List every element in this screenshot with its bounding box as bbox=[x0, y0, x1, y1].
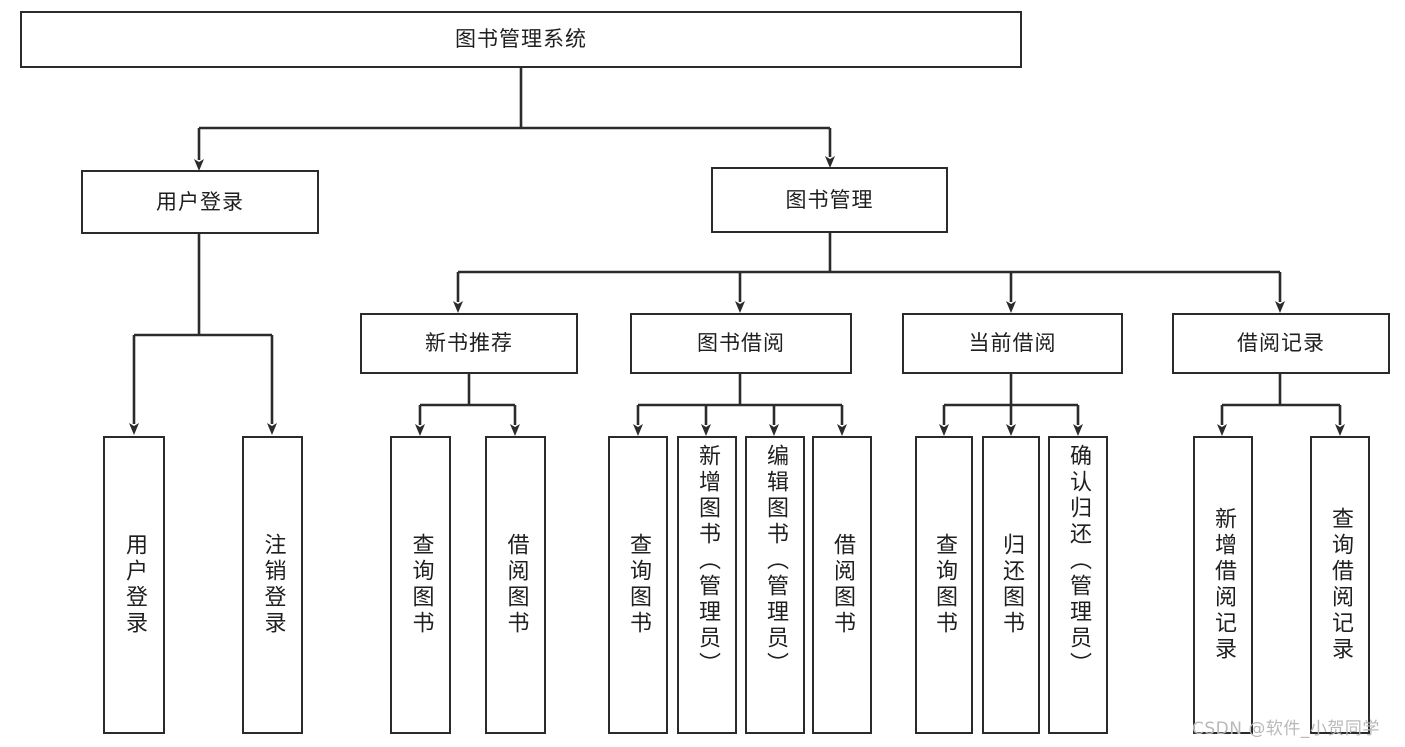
node-label: 图书借阅 bbox=[697, 331, 785, 356]
csdn-watermark: CSDN @软件_小贺同学 bbox=[1192, 719, 1380, 739]
node-label: 新书推荐 bbox=[425, 331, 513, 356]
node-label: 借阅图书 bbox=[830, 533, 855, 637]
node-new-book-recommend[interactable]: 新书推荐 bbox=[360, 313, 578, 374]
node-label: 查询图书 bbox=[932, 533, 957, 637]
node-book-borrow[interactable]: 图书借阅 bbox=[630, 313, 852, 374]
leaf-add-book-admin[interactable]: 新增图书（管理员） bbox=[677, 436, 737, 734]
node-current-borrow[interactable]: 当前借阅 bbox=[902, 313, 1123, 374]
leaf-query-book-current[interactable]: 查询图书 bbox=[915, 436, 973, 734]
node-label: 编辑图书（管理员） bbox=[763, 444, 788, 678]
leaf-borrow-book-recommend[interactable]: 借阅图书 bbox=[485, 436, 546, 734]
node-label: 用户登录 bbox=[156, 189, 244, 214]
leaf-query-book-recommend[interactable]: 查询图书 bbox=[390, 436, 451, 734]
node-label: 查询借阅记录 bbox=[1328, 507, 1353, 663]
node-label: 新增借阅记录 bbox=[1211, 507, 1236, 663]
leaf-logout[interactable]: 注销登录 bbox=[242, 436, 303, 734]
node-book-management[interactable]: 图书管理 bbox=[711, 167, 948, 233]
leaf-borrow-book[interactable]: 借阅图书 bbox=[812, 436, 872, 734]
node-root-system[interactable]: 图书管理系统 bbox=[20, 11, 1022, 68]
node-label: 图书管理 bbox=[785, 187, 874, 212]
node-label: 归还图书 bbox=[999, 533, 1024, 637]
leaf-user-login[interactable]: 用户登录 bbox=[103, 436, 165, 734]
leaf-query-borrow-record[interactable]: 查询借阅记录 bbox=[1310, 436, 1370, 734]
node-label: 当前借阅 bbox=[968, 331, 1057, 356]
leaf-confirm-return-admin[interactable]: 确认归还（管理员） bbox=[1048, 436, 1108, 734]
node-user-login[interactable]: 用户登录 bbox=[81, 170, 319, 234]
node-label: 用户登录 bbox=[122, 533, 147, 637]
node-label: 确认归还（管理员） bbox=[1066, 444, 1091, 678]
node-label: 借阅图书 bbox=[503, 533, 529, 637]
leaf-query-book-borrow[interactable]: 查询图书 bbox=[608, 436, 668, 734]
node-label: 查询图书 bbox=[626, 533, 651, 637]
node-borrow-record[interactable]: 借阅记录 bbox=[1172, 313, 1390, 374]
node-label: 新增图书（管理员） bbox=[695, 444, 720, 678]
leaf-return-book[interactable]: 归还图书 bbox=[982, 436, 1040, 734]
node-label: 查询图书 bbox=[408, 533, 434, 637]
leaf-edit-book-admin[interactable]: 编辑图书（管理员） bbox=[745, 436, 805, 734]
node-label: 注销登录 bbox=[260, 533, 286, 637]
node-label: 借阅记录 bbox=[1237, 331, 1325, 356]
leaf-add-borrow-record[interactable]: 新增借阅记录 bbox=[1193, 436, 1253, 734]
node-label: 图书管理系统 bbox=[455, 27, 587, 52]
